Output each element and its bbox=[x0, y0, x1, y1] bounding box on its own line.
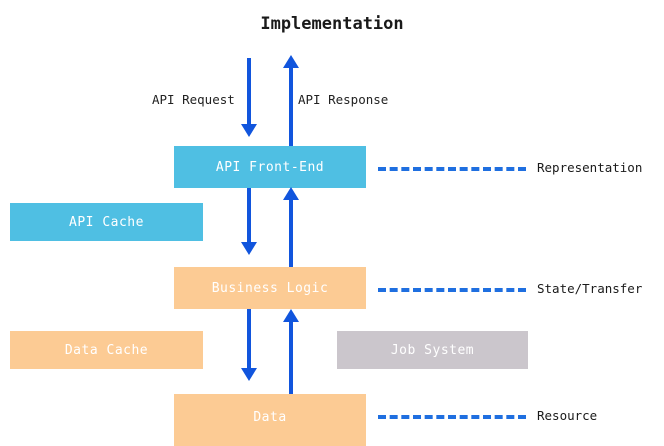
dashed-line-representation bbox=[378, 167, 526, 171]
api-request-label: API Request bbox=[152, 92, 235, 107]
dashed-line-resource bbox=[378, 415, 526, 419]
box-data-cache-label: Data Cache bbox=[64, 342, 149, 358]
box-api-cache[interactable]: API Cache bbox=[10, 203, 203, 241]
box-business-logic[interactable]: Business Logic bbox=[174, 267, 366, 309]
side-label-resource: Resource bbox=[537, 408, 598, 423]
data-to-logic-arrow-shaft bbox=[289, 322, 293, 394]
box-job-system[interactable]: Job System bbox=[337, 331, 528, 369]
box-data[interactable]: Data bbox=[174, 394, 366, 446]
logic-to-frontend-arrow-shaft bbox=[289, 200, 293, 267]
box-data-cache[interactable]: Data Cache bbox=[10, 331, 203, 369]
api-request-arrow-head bbox=[241, 124, 257, 137]
logic-to-frontend-arrow-head bbox=[283, 187, 299, 200]
frontend-to-logic-arrow-head bbox=[241, 242, 257, 255]
side-label-representation: Representation bbox=[537, 160, 643, 175]
api-response-arrow-shaft bbox=[289, 68, 293, 146]
page-title: Implementation bbox=[260, 14, 404, 34]
box-api-front-end-label: API Front-End bbox=[215, 159, 325, 175]
side-label-state-transfer: State/Transfer bbox=[537, 281, 643, 296]
dashed-line-state-transfer bbox=[378, 288, 526, 292]
frontend-to-logic-arrow-shaft bbox=[247, 188, 251, 242]
box-data-label: Data bbox=[253, 410, 287, 425]
box-business-logic-label: Business Logic bbox=[211, 280, 329, 296]
api-response-arrow-head bbox=[283, 55, 299, 68]
data-to-logic-arrow-head bbox=[283, 309, 299, 322]
logic-to-data-arrow-shaft bbox=[247, 309, 251, 368]
box-api-front-end[interactable]: API Front-End bbox=[174, 146, 366, 188]
api-response-label: API Response bbox=[298, 92, 389, 107]
box-job-system-label: Job System bbox=[390, 342, 475, 358]
api-request-arrow-shaft bbox=[247, 58, 251, 124]
box-api-cache-label: API Cache bbox=[69, 214, 144, 230]
logic-to-data-arrow-head bbox=[241, 368, 257, 381]
